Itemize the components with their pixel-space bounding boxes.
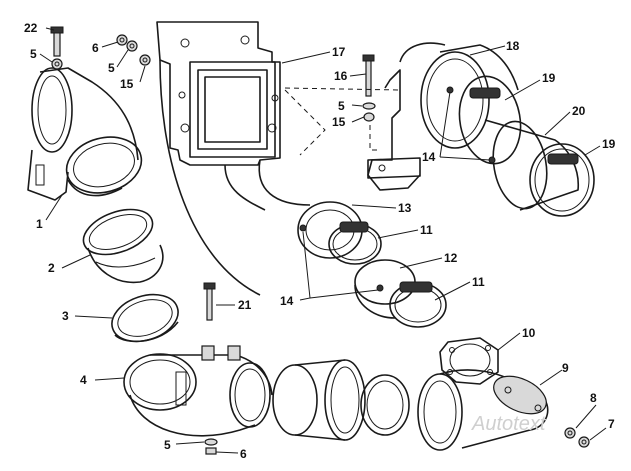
callout-18: 18 [506,39,520,53]
washer-part-5-top [126,40,138,52]
callout-6-top: 6 [92,41,99,55]
ring-part-3 [111,293,179,343]
nut-part-6-top [116,34,128,46]
callout-19-upper: 19 [542,71,556,85]
nut-part-7 [578,436,590,448]
callout-leader-lines [39,27,607,454]
callout-4: 4 [80,373,87,387]
clamp-part-11-lower [389,281,447,328]
callout-2: 2 [48,261,55,275]
bolt-part-21 [203,282,216,321]
manifold-flange-plate [156,21,281,166]
callout-12: 12 [444,251,458,265]
bolt-part-22 [50,26,64,57]
callout-22: 22 [24,21,38,35]
callout-1: 1 [36,217,43,231]
nut-part-8 [564,427,576,439]
callout-14-lower: 14 [280,294,294,308]
callout-5-mid: 5 [338,99,345,113]
callout-15-mid: 15 [332,115,346,129]
nut-part-15-mid [363,112,375,122]
clamp-part-11-upper [328,221,382,265]
assembly-guide-lines [284,87,401,156]
callout-5-bottom: 5 [164,438,171,452]
callout-15-top: 15 [120,77,134,91]
pipe-part-20 [484,119,580,211]
callout-10: 10 [522,326,536,340]
callout-11-lower: 11 [472,275,485,289]
callout-19-lower: 19 [602,137,616,151]
flange-gasket-part-10 [439,337,499,385]
nut-part-15-top [139,54,151,66]
washer-part-5-bottom [204,438,218,446]
callout-7: 7 [608,417,615,431]
outlet-elbow-part-9 [417,369,549,451]
callout-5-washer-top: 5 [108,61,115,75]
callout-16: 16 [334,69,348,83]
callout-21: 21 [238,298,252,312]
callout-14-upper: 14 [422,150,436,164]
bottom-pipe-sleeves [272,359,410,441]
bolt-part-16 [362,54,375,97]
support-bracket [367,42,446,191]
callout-5-bolt-top: 5 [30,47,37,61]
callout-labels: 22 5 6 5 15 17 16 18 19 5 15 20 14 19 1 … [24,21,616,461]
elbow-part-1 [27,67,143,201]
y-pipe-part-4 [123,345,273,437]
sleeve-part-2 [82,208,164,284]
nut-part-6-bottom [205,447,217,455]
callout-20: 20 [572,104,586,118]
callout-13: 13 [398,201,412,215]
callout-11-upper: 11 [420,223,433,237]
callout-8: 8 [590,391,597,405]
nut-part-5-top-left [51,58,63,70]
callout-6-bottom: 6 [240,447,247,461]
callout-3: 3 [62,309,69,323]
watermark-text: Autotext [471,413,547,435]
washer-part-5-mid [362,102,376,110]
clamp-part-19-upper [458,75,522,165]
turbo-duct-body [159,59,311,296]
callout-17: 17 [332,45,346,59]
callout-9: 9 [562,361,569,375]
pipe-part-18 [420,44,519,149]
clamp-part-19-lower [529,143,595,217]
